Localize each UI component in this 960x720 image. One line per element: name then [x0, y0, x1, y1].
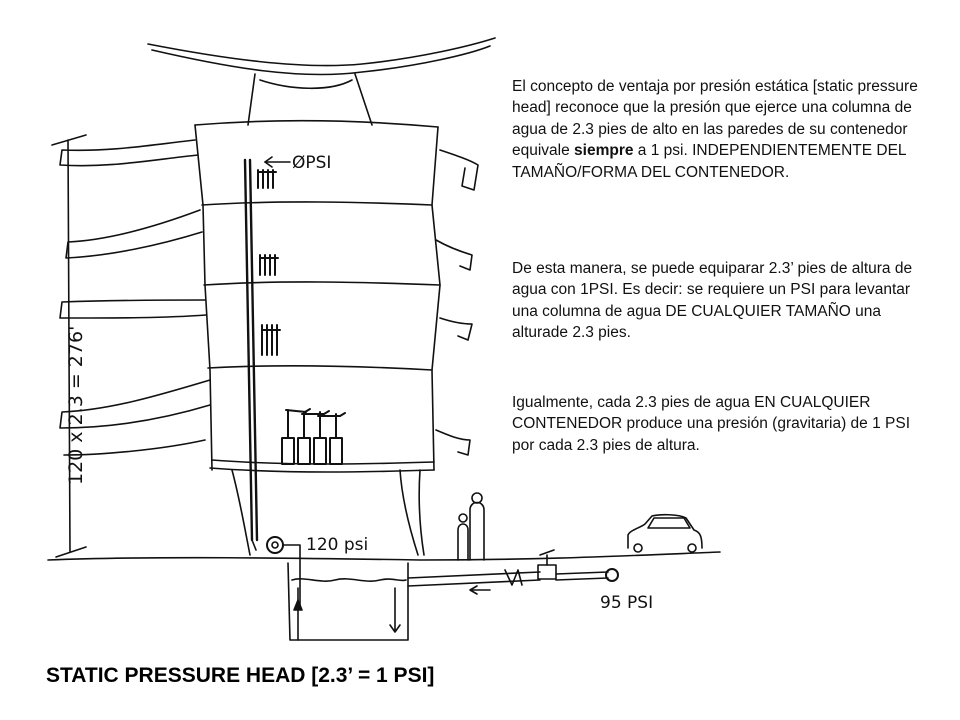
- pump-pressure-label: 120 psi: [306, 535, 368, 555]
- figure-caption: STATIC PRESSURE HEAD [2.3’ = 1 PSI]: [46, 664, 435, 687]
- explanation-paragraph-2: De esta manera, se puede equiparar 2.3’ …: [512, 260, 913, 342]
- roof-canopy: [147, 37, 496, 126]
- p1-text-end: a 1 psi. INDEPENDIENTEMENTE DEL TAMAÑO/F…: [512, 142, 906, 181]
- cistern: [287, 562, 409, 641]
- ground-line: [47, 551, 721, 561]
- pilotis: [231, 469, 425, 556]
- people-figures: [457, 492, 485, 561]
- height-dimension-label: 120 x 2.3 = 276': [65, 326, 87, 485]
- p1-emphasis: siempre: [574, 142, 634, 160]
- standpipe-riser: [243, 158, 259, 551]
- car: [627, 513, 703, 553]
- pump: [266, 536, 301, 606]
- balconies-right: [435, 149, 479, 456]
- top-pressure-label: ØPSI: [292, 153, 331, 173]
- building-body: [194, 119, 441, 473]
- balconies-left: [59, 139, 211, 456]
- supply-line: [407, 549, 619, 595]
- height-dimension-line: [51, 134, 87, 558]
- p1-text-start: El concepto de ventaja por presión estát…: [512, 78, 918, 160]
- explanation-paragraph-1: El concepto de ventaja por presión estát…: [512, 76, 932, 183]
- street-pressure-label: 95 PSI: [600, 593, 653, 613]
- top-pressure-arrow: [264, 156, 291, 168]
- fixture-groups: [257, 169, 346, 465]
- explanation-paragraph-3: Igualmente, cada 2.3 pies de agua EN CUA…: [512, 394, 910, 454]
